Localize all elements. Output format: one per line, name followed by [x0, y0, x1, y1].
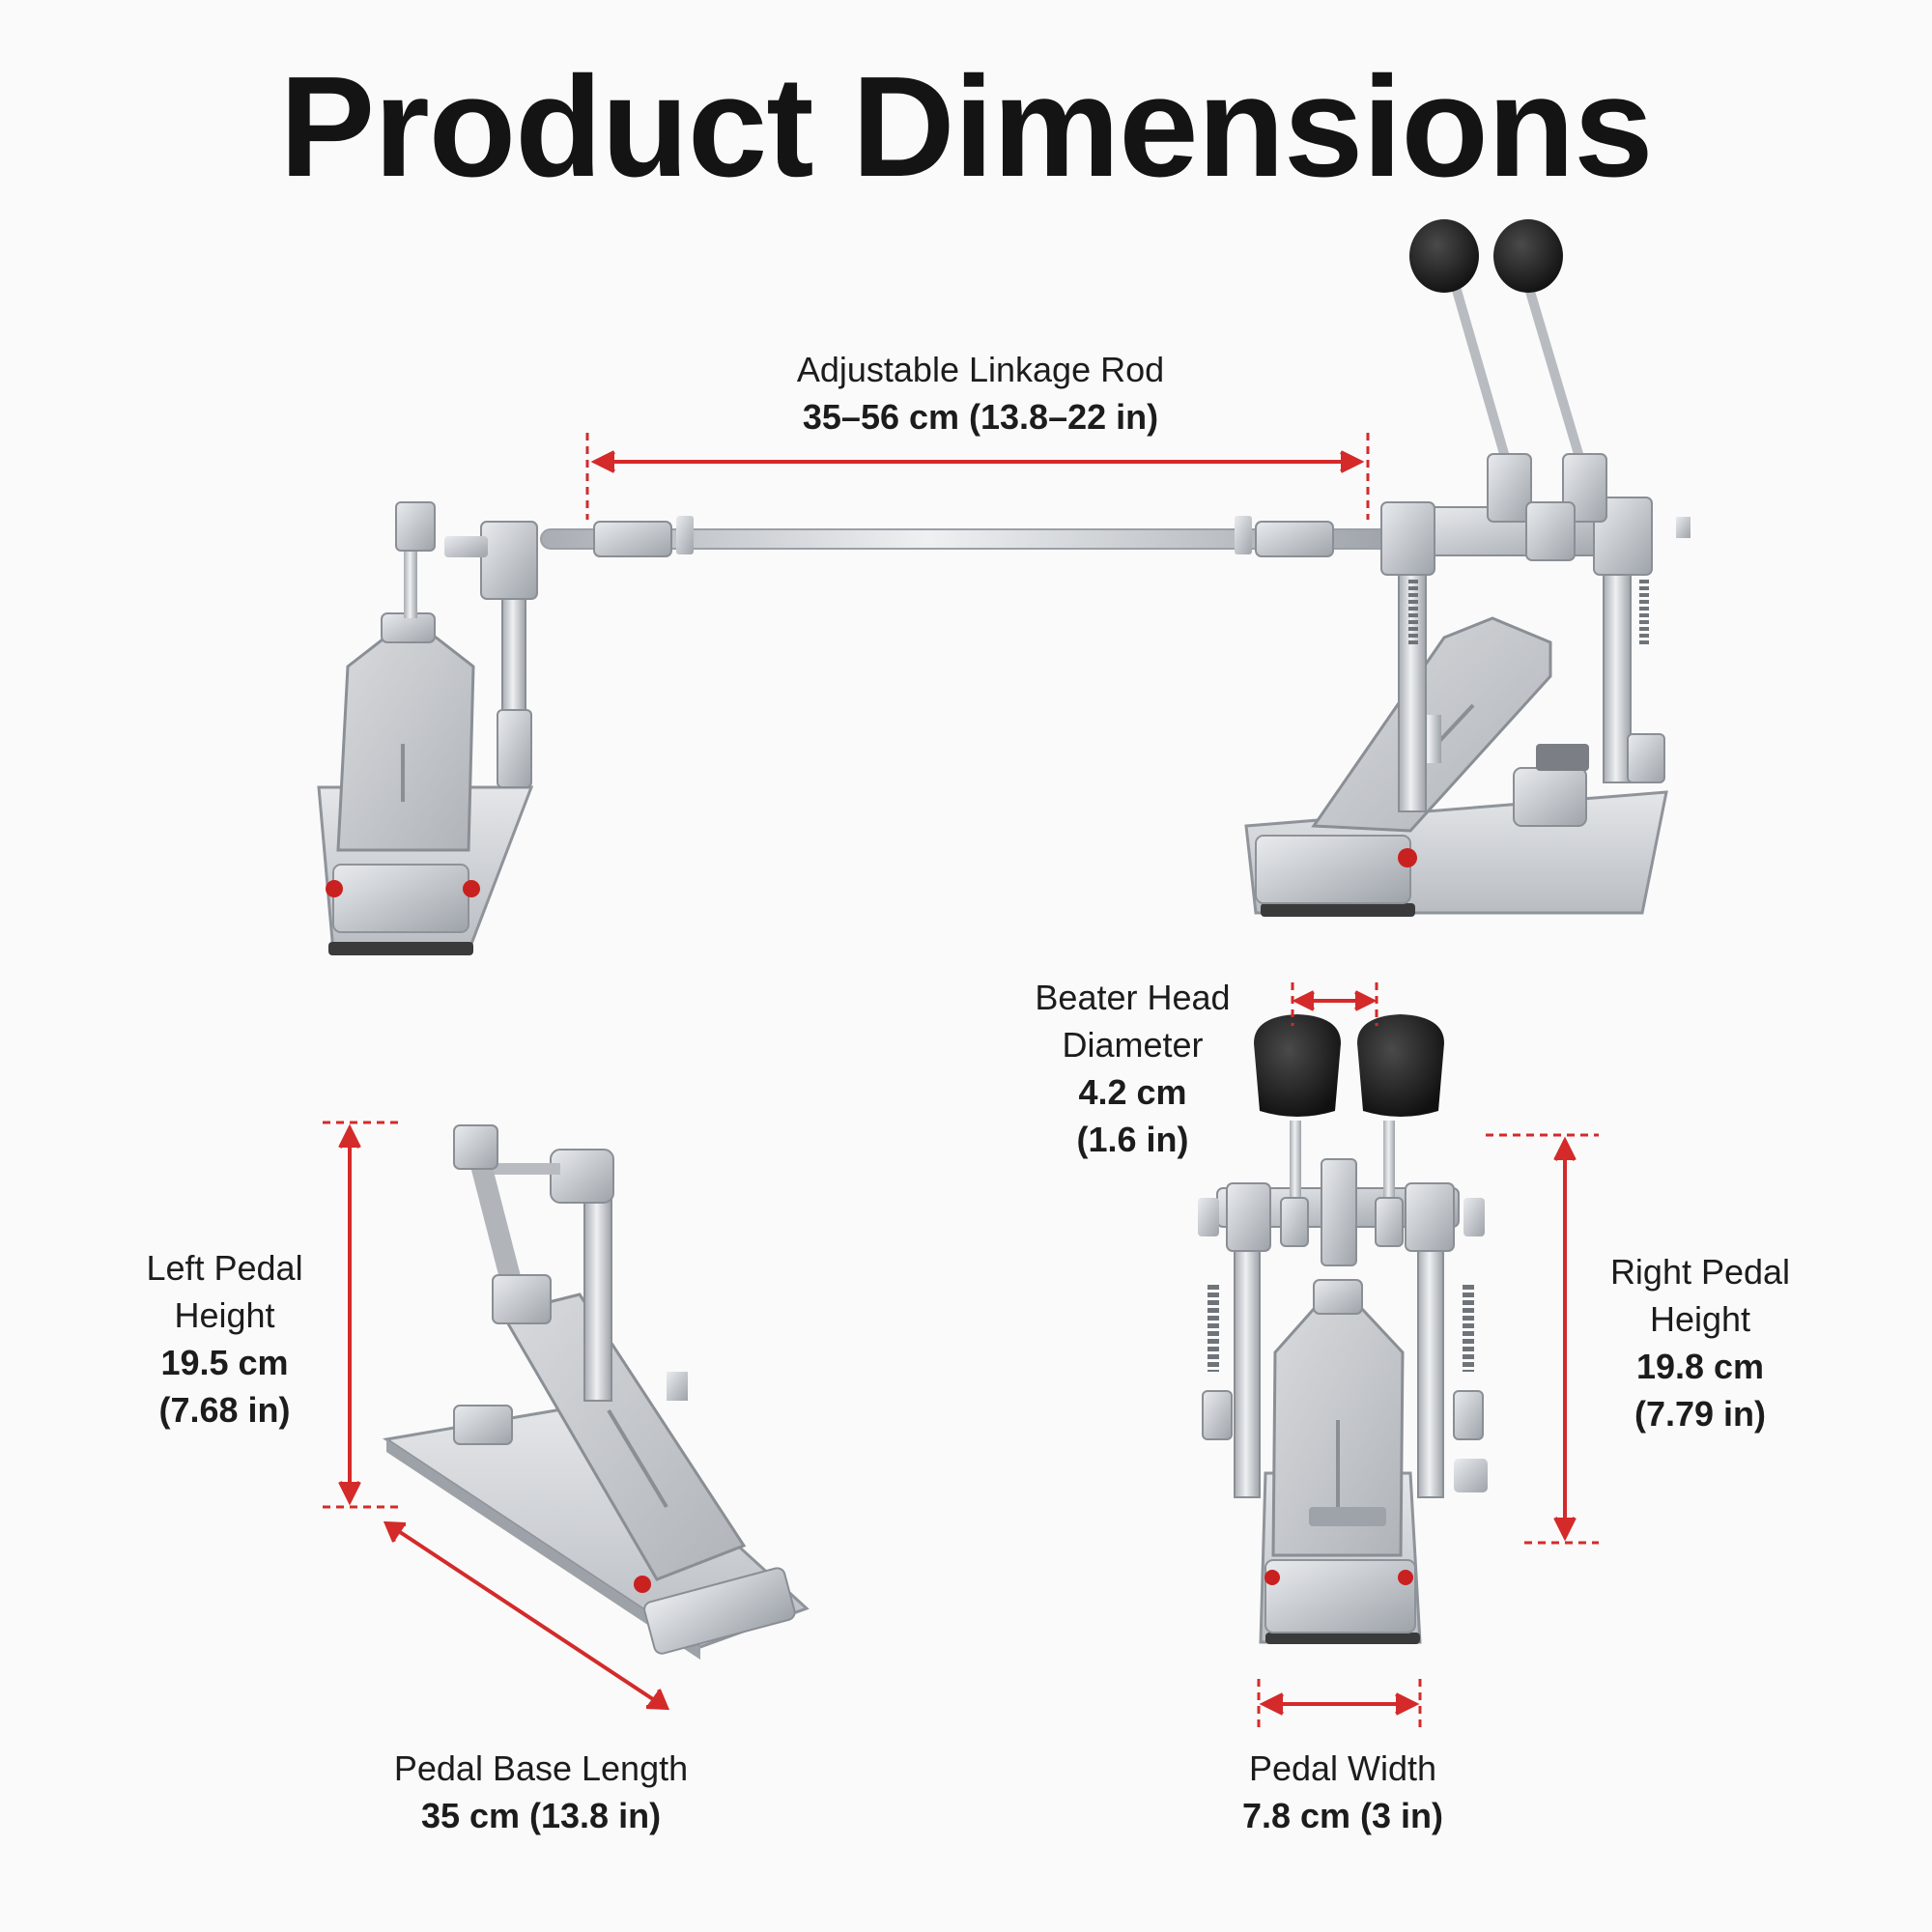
left-pedal-height-value: 19.5 cm (7.68 in) [158, 1343, 291, 1430]
pedal-base-length-value: 35 cm (13.8 in) [420, 1796, 662, 1835]
double-pedal-illustration [317, 219, 1690, 955]
beater-head-value: 4.2 cm (1.6 in) [1076, 1072, 1189, 1159]
page-title: Product Dimensions [279, 47, 1653, 207]
right-pedal-height-dimension-line [1486, 1133, 1599, 1545]
dimension-lines [323, 433, 1599, 1729]
pedal-width-name: Pedal Width [1248, 1748, 1437, 1788]
right-pedal-height-label: Right Pedal Height 19.8 cm (7.79 in) [1584, 1248, 1816, 1437]
pedal-base-length-dimension-line [383, 1520, 670, 1711]
beater-head-dimension-line [1291, 982, 1378, 1026]
pedal-width-value: 7.8 cm (3 in) [1241, 1796, 1444, 1835]
linkage-rod-label: Adjustable Linkage Rod 35–56 cm (13.8–22… [734, 346, 1227, 440]
pedal-base-length-name: Pedal Base Length [393, 1748, 689, 1788]
pedal-base-length-label: Pedal Base Length 35 cm (13.8 in) [367, 1745, 715, 1839]
linkage-rod-dimension-line [585, 433, 1370, 520]
left-pedal-height-label: Left Pedal Height 19.5 cm (7.68 in) [116, 1244, 333, 1434]
right-pedal-height-value: 19.8 cm (7.79 in) [1634, 1347, 1767, 1434]
pedal-width-dimension-line [1257, 1679, 1422, 1729]
left-pedal-height-dimension-line [323, 1121, 404, 1509]
single-pedal-side-illustration [383, 1124, 810, 1660]
beater-head-name: Beater Head Diameter [1035, 978, 1231, 1065]
linkage-rod-value: 35–56 cm (13.8–22 in) [802, 397, 1159, 437]
linkage-rod-name: Adjustable Linkage Rod [796, 350, 1165, 389]
left-pedal-top [317, 501, 538, 955]
pedal-width-label: Pedal Width 7.8 cm (3 in) [1198, 1745, 1488, 1839]
right-pedal-top [1244, 219, 1690, 917]
double-pedal-front-illustration [1198, 1014, 1488, 1644]
linkage-rod-top [540, 516, 1402, 557]
beater-head-label: Beater Head Diameter 4.2 cm (1.6 in) [1005, 974, 1261, 1163]
right-pedal-height-name: Right Pedal Height [1609, 1252, 1791, 1339]
left-pedal-height-name: Left Pedal Height [146, 1248, 303, 1335]
